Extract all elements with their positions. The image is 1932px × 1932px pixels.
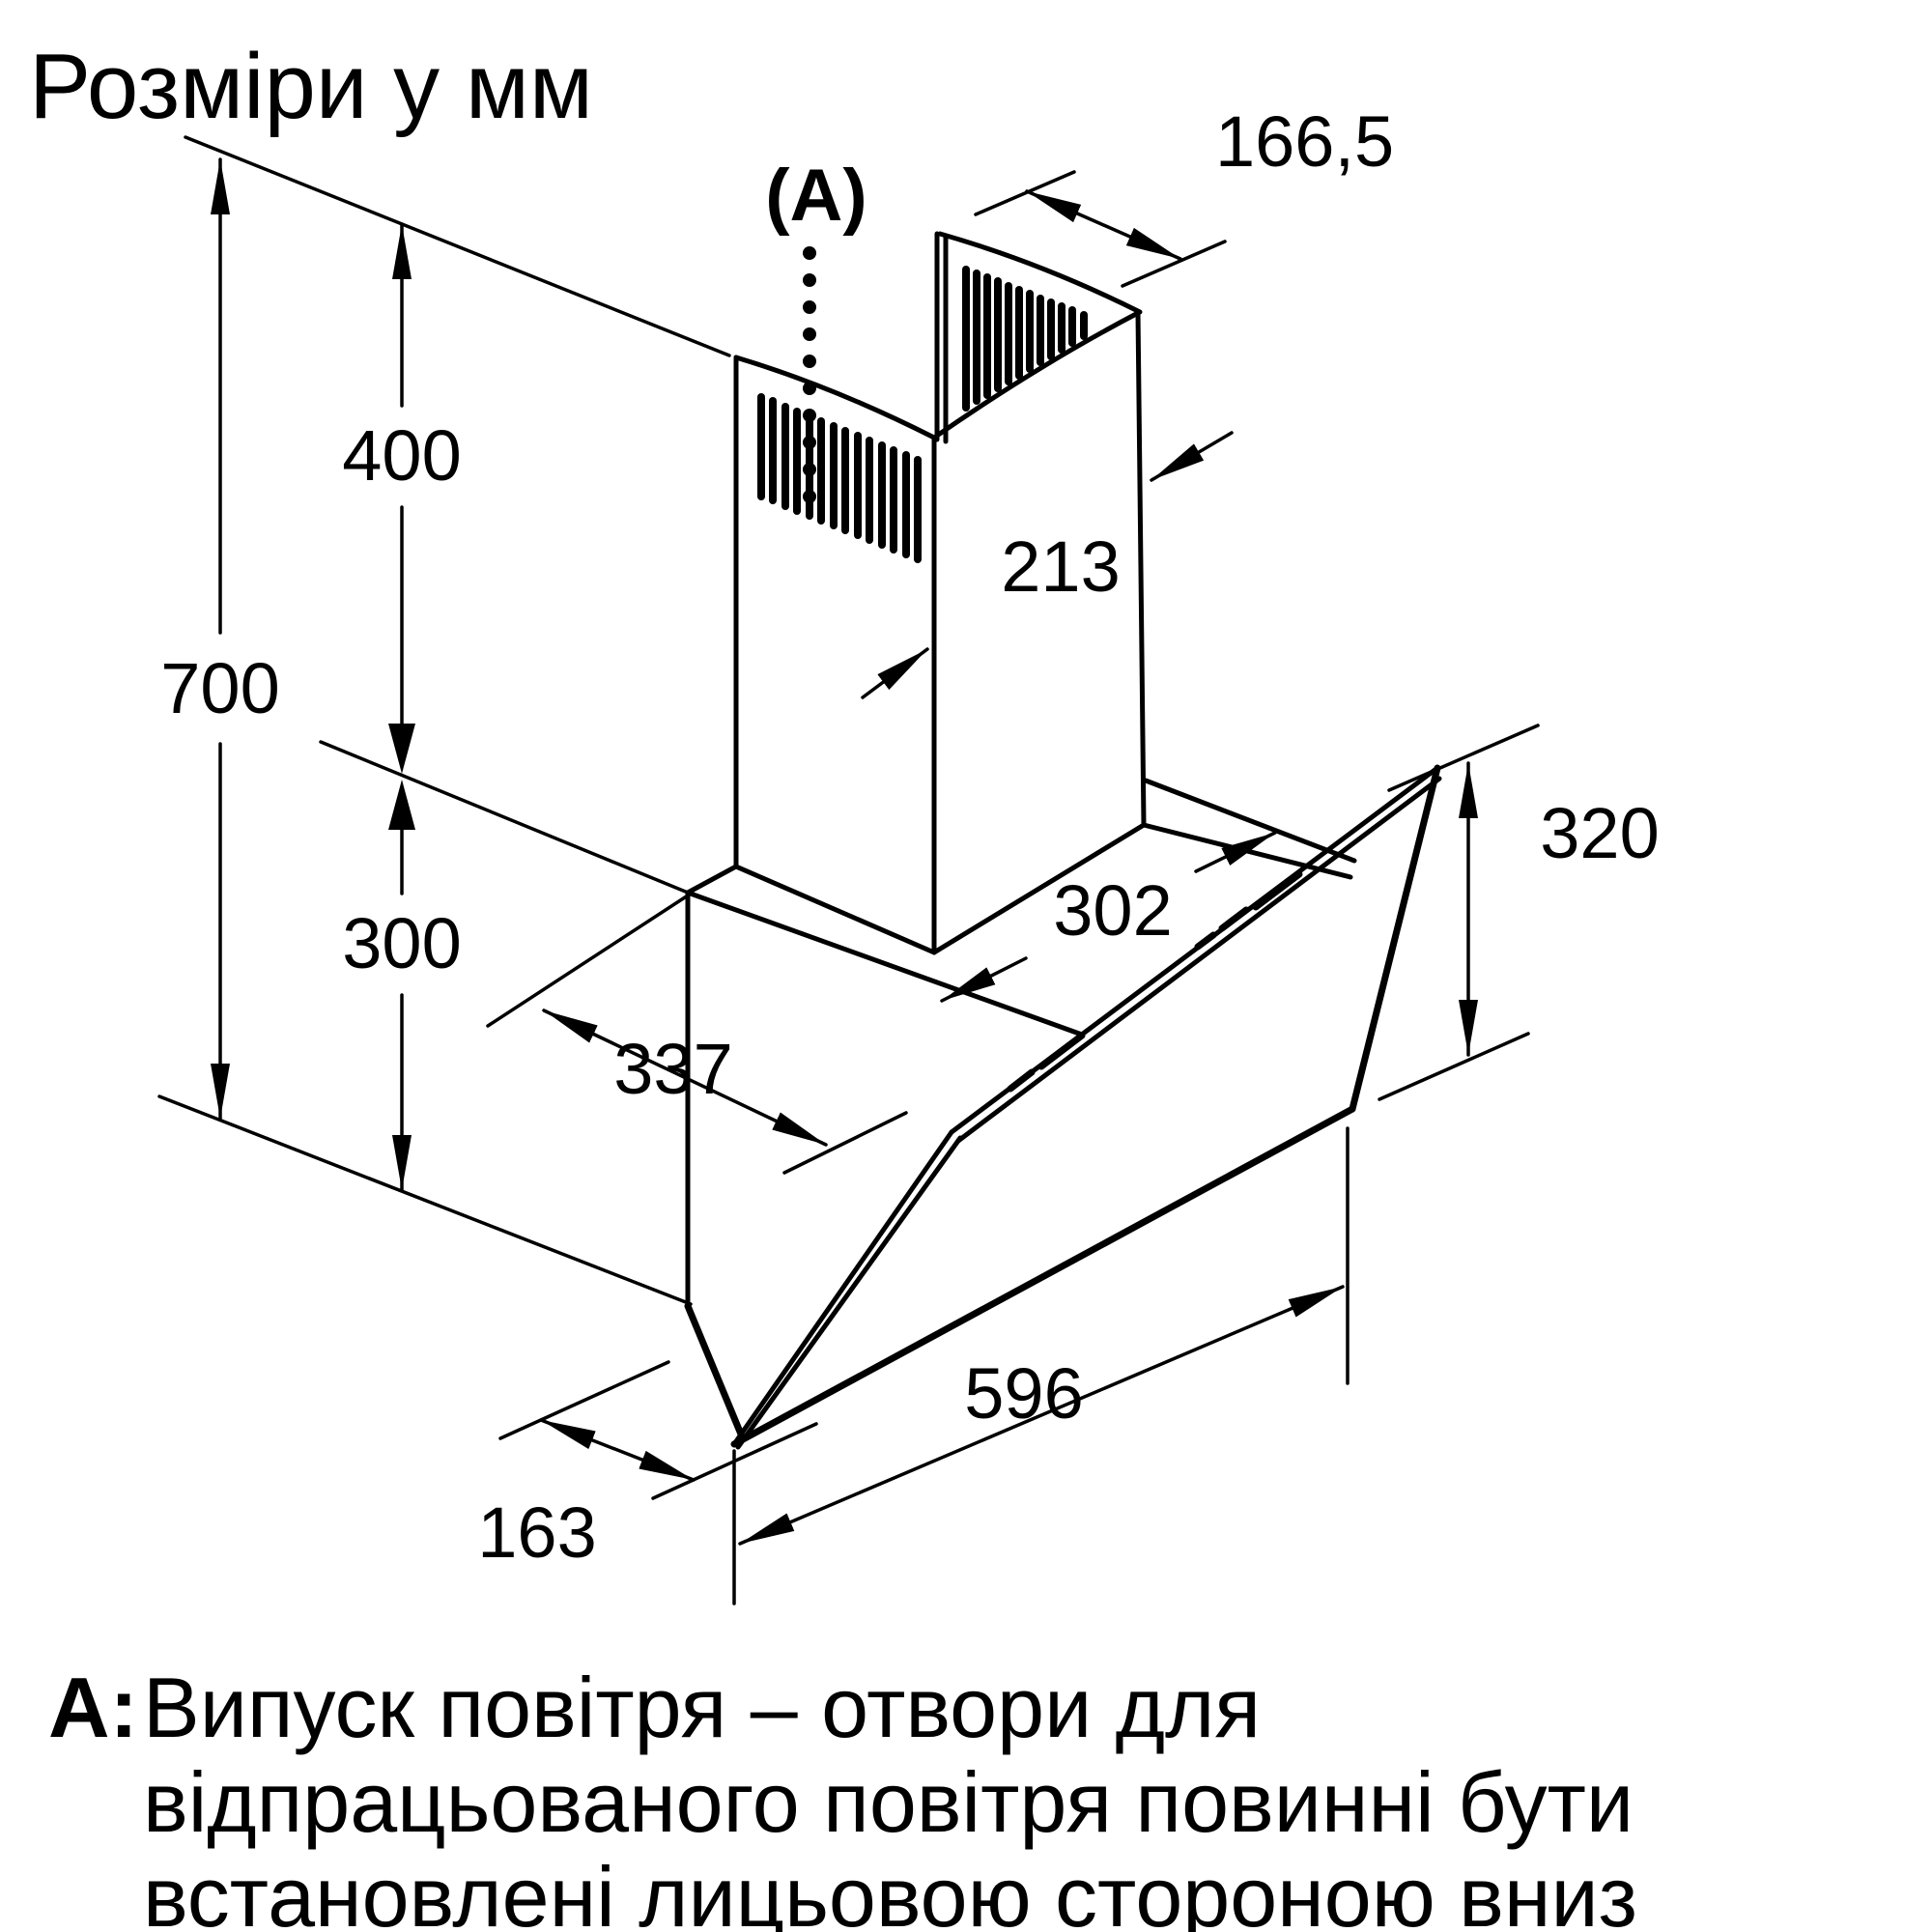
chimney-base-right-edge bbox=[931, 822, 1147, 955]
note-air-outlet: A: Випуск повітря – отвори для відпрацьо… bbox=[48, 1660, 1637, 1932]
extension-lines bbox=[157, 135, 731, 1306]
dim-596: 596 bbox=[732, 1126, 1350, 1605]
note-prefix: A: bbox=[48, 1660, 138, 1755]
vent-slats-rear bbox=[962, 266, 1088, 412]
housing-top-left-edge bbox=[685, 864, 739, 895]
dim-label-chimney-depth: 213 bbox=[1001, 526, 1120, 607]
dim-label-total-height: 700 bbox=[160, 648, 279, 728]
glass-top-edge-inner bbox=[955, 776, 1442, 1144]
extension-line-bottom bbox=[157, 1094, 693, 1306]
dim-bowtie-arrows bbox=[388, 724, 415, 830]
dim-label-upper-height: 400 bbox=[342, 415, 461, 496]
air-outlet-marker-label: (A) bbox=[765, 155, 867, 237]
dim-700: 700 bbox=[160, 157, 280, 1121]
page-title: Розміри у мм bbox=[29, 35, 593, 138]
housing-front-edge bbox=[685, 890, 1085, 1037]
extension-line-top bbox=[184, 135, 731, 357]
dim-213: 213 bbox=[861, 431, 1234, 699]
chimney-right-face-top-edge bbox=[931, 310, 1141, 440]
chimney-outline bbox=[733, 231, 1147, 955]
vent-slats-front bbox=[757, 393, 922, 563]
dim-label-bottom-depth: 163 bbox=[477, 1492, 596, 1573]
housing-rear-wall-edge bbox=[1143, 778, 1357, 864]
chimney-rear-top-edge bbox=[937, 231, 1143, 315]
dim-label-chimney-top-width: 166,5 bbox=[1215, 101, 1394, 182]
dim-166-5: 166,5 bbox=[974, 101, 1394, 288]
chimney-left-face-top-edge bbox=[733, 355, 937, 440]
dim-302: 302 bbox=[940, 831, 1277, 1003]
glass-left-edge bbox=[731, 1129, 954, 1447]
air-outlet-dotted-line bbox=[803, 246, 816, 503]
dim-label-hood-width: 596 bbox=[964, 1353, 1083, 1434]
chimney-base-left-edge bbox=[733, 864, 937, 955]
dim-label-lower-height: 300 bbox=[342, 903, 461, 983]
dim-400: 400 bbox=[342, 222, 462, 725]
dim-163: 163 bbox=[477, 1360, 818, 1573]
hood-body-outline bbox=[684, 778, 1357, 1440]
dim-label-housing-top-depth: 302 bbox=[1053, 870, 1172, 951]
dim-label-front-panel-height: 320 bbox=[1540, 793, 1659, 873]
extension-line-middle bbox=[319, 740, 690, 895]
note-line-2: відпрацьованого повітря повинні бути bbox=[143, 1754, 1634, 1850]
hinge-details bbox=[1007, 870, 1303, 1093]
dim-300: 300 bbox=[342, 828, 462, 1192]
dim-320: 320 bbox=[1378, 724, 1660, 1101]
glass-left-edge-inner bbox=[735, 1135, 963, 1450]
wall-panel-bottom-edge bbox=[684, 1302, 746, 1440]
note-line-1: Випуск повітря – отвори для bbox=[143, 1660, 1261, 1755]
chimney-right-edge bbox=[1135, 310, 1147, 828]
glass-right-edge bbox=[1349, 764, 1441, 1113]
dim-337: 337 bbox=[486, 894, 908, 1175]
dim-label-body-depth: 337 bbox=[613, 1029, 732, 1109]
note-line-3: встановлені лицьовою стороною вниз bbox=[143, 1849, 1637, 1932]
